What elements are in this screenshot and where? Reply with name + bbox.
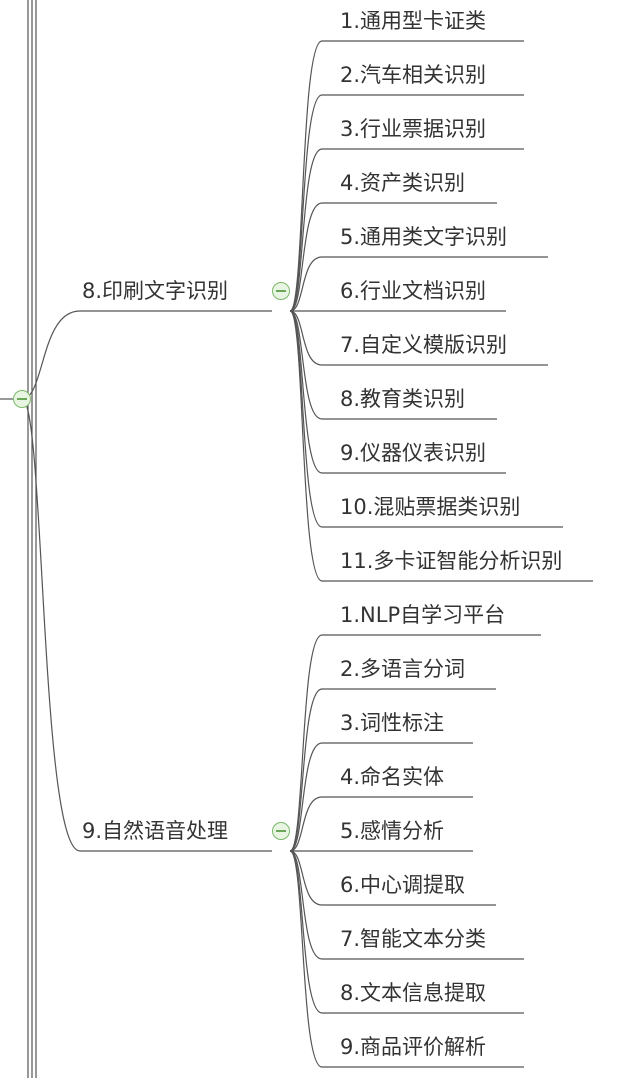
connector-leaf [289, 310, 506, 474]
connector-leaf [289, 256, 548, 312]
connector-leaf [289, 310, 593, 582]
connector-leaf [289, 850, 524, 1014]
leaf-ocr-3[interactable]: 3.行业票据识别 [340, 117, 487, 141]
leaf-nlp-4[interactable]: 4.命名实体 [340, 765, 445, 789]
leaf-ocr-8[interactable]: 8.教育类识别 [340, 387, 466, 411]
connector-leaf [289, 310, 548, 366]
connector-root-nlp [21, 398, 272, 852]
connector-leaf [289, 742, 473, 852]
connector-leaf [289, 40, 524, 312]
leaf-nlp-1[interactable]: 1.NLP自学习平台 [340, 603, 506, 627]
connector-leaf [289, 94, 524, 312]
leaf-ocr-4[interactable]: 4.资产类识别 [340, 171, 466, 195]
leaf-ocr-5[interactable]: 5.通用类文字识别 [340, 225, 508, 249]
leaf-ocr-2[interactable]: 2.汽车相关识别 [340, 63, 487, 87]
connector-leaf [289, 310, 497, 420]
connector-leaf [289, 634, 541, 852]
leaf-ocr-6[interactable]: 6.行业文档识别 [340, 279, 487, 303]
branch-label-nlp[interactable]: 9.自然语音处理 [82, 819, 229, 843]
leaf-nlp-6[interactable]: 6.中心调提取 [340, 873, 466, 897]
leaf-ocr-10[interactable]: 10.混贴票据类识别 [340, 495, 521, 519]
branch-ocr-collapse-toggle[interactable] [272, 282, 290, 300]
leaf-nlp-7[interactable]: 7.智能文本分类 [340, 927, 487, 951]
connector-leaf [289, 148, 524, 312]
connector-leaf [289, 202, 497, 312]
leaf-ocr-7[interactable]: 7.自定义模版识别 [340, 333, 508, 357]
root-collapse-toggle[interactable] [13, 390, 31, 408]
leaf-nlp-2[interactable]: 2.多语言分词 [340, 657, 466, 681]
connector-leaf [289, 796, 473, 852]
branch-label-ocr[interactable]: 8.印刷文字识别 [82, 279, 229, 303]
leaf-ocr-9[interactable]: 9.仪器仪表识别 [340, 441, 487, 465]
connector-leaf [289, 850, 524, 960]
leaf-nlp-9[interactable]: 9.商品评价解析 [340, 1035, 487, 1059]
branch-nlp-collapse-toggle[interactable] [272, 822, 290, 840]
connector-leaf [289, 850, 524, 1068]
leaf-nlp-5[interactable]: 5.感情分析 [340, 819, 445, 843]
leaf-nlp-3[interactable]: 3.词性标注 [340, 711, 445, 735]
connector-leaf [289, 850, 496, 906]
connector-leaf [289, 688, 496, 852]
connector-root-ocr [21, 310, 272, 400]
leaf-nlp-8[interactable]: 8.文本信息提取 [340, 981, 487, 1005]
leaf-ocr-1[interactable]: 1.通用型卡证类 [340, 9, 487, 33]
leaf-ocr-11[interactable]: 11.多卡证智能分析识别 [340, 549, 563, 573]
